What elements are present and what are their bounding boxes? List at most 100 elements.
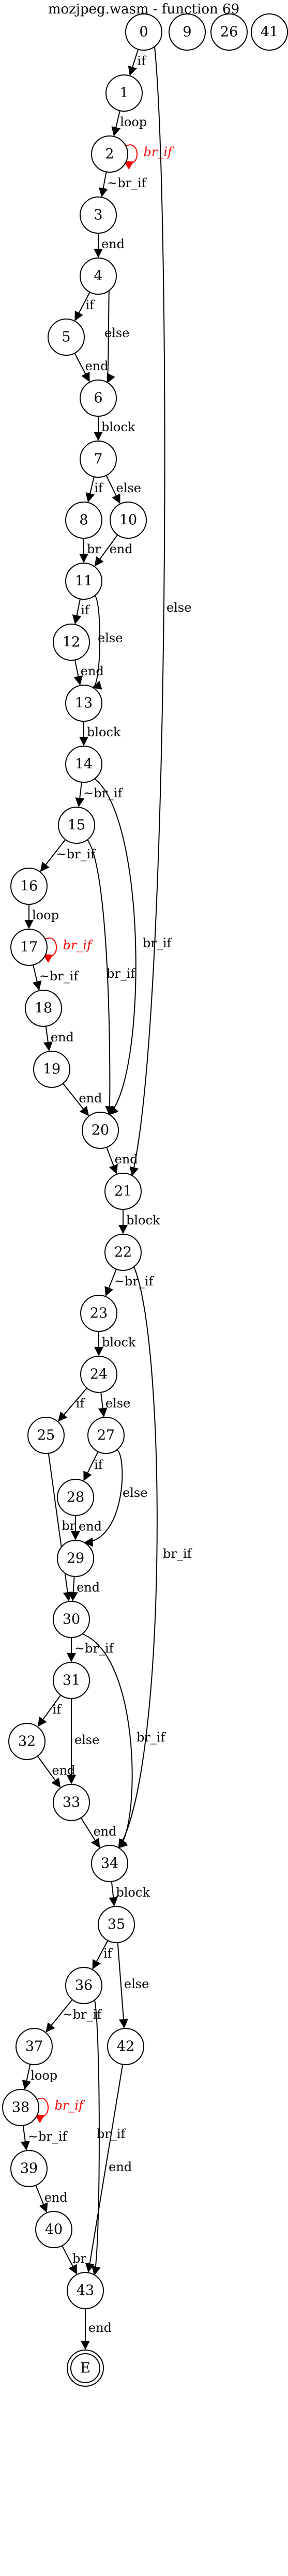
edge-2-to-2	[123, 144, 138, 170]
edge-24-to-27	[98, 1392, 108, 1418]
edge-label-43-to-E: end	[88, 2321, 112, 2335]
edge-label-11-to-13: else	[98, 631, 123, 645]
node-circle-20	[82, 1112, 119, 1149]
edge-4-to-5	[74, 292, 90, 321]
node-circle-40	[35, 2211, 72, 2248]
node-17: 17	[10, 929, 48, 966]
edge-25-to-30	[48, 1453, 72, 1602]
edge-label-10-to-11: end	[110, 542, 133, 556]
edge-11-to-13	[92, 595, 102, 690]
node-16: 16	[10, 868, 48, 905]
node-circle-37	[16, 2028, 53, 2065]
edge-14-to-15	[75, 782, 85, 808]
edge-4-to-6	[107, 290, 115, 384]
edge-22-to-23	[104, 1269, 117, 1297]
edge-label-5-to-6: end	[85, 359, 109, 373]
edge-10-to-11	[94, 534, 118, 567]
edge-15-to-20	[87, 839, 115, 1116]
edge-36-to-43	[92, 1999, 101, 2276]
edge-label-32-to-33: end	[52, 1763, 75, 1778]
edge-label-29-to-30: end	[77, 1580, 100, 1595]
edge-12-to-13	[73, 660, 83, 686]
node-circle-30	[53, 1601, 90, 1638]
node-19: 19	[33, 1051, 70, 1088]
edge-38-to-39	[20, 2125, 30, 2151]
node-34: 34	[91, 1845, 128, 1882]
node-label-31: 31	[63, 1673, 80, 1689]
node-27: 27	[87, 1417, 125, 1454]
node-circle-28	[57, 1479, 94, 1516]
edge-label-2-to-2: br_if	[144, 145, 175, 159]
node-circle-33	[53, 1784, 90, 1821]
edge-label-14-to-20: br_if	[143, 936, 173, 950]
edge-label-23-to-24: block	[102, 1335, 136, 1350]
node-4: 4	[80, 257, 117, 295]
node-circle-15	[58, 807, 95, 844]
edge-39-to-40	[35, 2185, 48, 2213]
node-label-19: 19	[43, 1062, 60, 1078]
edge-label-38-to-38: br_if	[55, 2098, 86, 2113]
node-circle-1	[105, 74, 143, 112]
node-label-6: 6	[94, 390, 102, 406]
edge-label-7-to-10: else	[116, 481, 141, 495]
edge-label-15-to-20: br_if	[107, 966, 137, 981]
node-22: 22	[104, 1234, 142, 1271]
node-20: 20	[82, 1112, 119, 1149]
node-label-33: 33	[63, 1795, 80, 1811]
node-label-3: 3	[94, 207, 102, 223]
node-circle-14	[65, 746, 102, 783]
edge-40-to-43	[62, 2245, 77, 2275]
node-label-24: 24	[90, 1367, 108, 1383]
node-21: 21	[104, 1173, 142, 1210]
edge-5-to-6	[74, 353, 90, 382]
node-circle-34	[91, 1845, 128, 1882]
node-circle-2	[91, 135, 128, 173]
edge-label-20-to-21: end	[115, 1152, 138, 1166]
node-33: 33	[53, 1784, 90, 1821]
edge-27-to-28	[83, 1451, 99, 1481]
node-label-42: 42	[117, 2039, 134, 2055]
edge-15-to-16	[40, 839, 66, 872]
node-circle-11	[65, 563, 102, 600]
edge-label-13-to-14: block	[87, 725, 121, 739]
node-3: 3	[80, 196, 117, 234]
node-circle-3	[80, 196, 117, 234]
node-label-32: 32	[18, 1734, 36, 1750]
edge-label-4-to-5: if	[85, 298, 95, 312]
edge-37-to-38	[22, 2064, 32, 2090]
node-40: 40	[35, 2211, 72, 2248]
node-7: 7	[80, 441, 117, 478]
edge-label-37-to-38: loop	[31, 2068, 57, 2083]
edge-2-to-3	[98, 172, 108, 198]
node-24: 24	[80, 1356, 117, 1393]
node-29: 29	[57, 1540, 94, 1577]
node-circle-6	[80, 380, 117, 417]
edge-7-to-8	[85, 476, 95, 503]
edge-1-to-2	[111, 110, 121, 137]
edge-label-17-to-18: ~br_if	[39, 969, 80, 983]
node-10: 10	[110, 502, 147, 539]
edge-20-to-21	[106, 1147, 118, 1175]
edge-24-to-25	[58, 1387, 87, 1422]
node-circle-42	[107, 2028, 144, 2065]
edge-35-to-36	[92, 1940, 109, 1969]
edge-label-15-to-16: ~br_if	[56, 847, 97, 861]
edge-38-to-38	[34, 2098, 49, 2124]
edge-label-28-to-29: end	[79, 1519, 102, 1534]
node-label-7: 7	[94, 451, 102, 467]
edge-label-11-to-12: if	[81, 603, 90, 617]
node-circle-10	[110, 502, 147, 539]
node-35: 35	[98, 1906, 135, 1943]
node-label-29: 29	[67, 1551, 84, 1567]
node-label-35: 35	[108, 1917, 125, 1933]
edge-label-21-to-22: block	[126, 1213, 160, 1228]
edge-label-22-to-34: br_if	[163, 1547, 193, 1561]
edge-label-4-to-6: else	[104, 326, 129, 340]
node-label-13: 13	[75, 695, 93, 711]
node-circle-38	[2, 2089, 39, 2126]
node-label-1: 1	[119, 85, 128, 101]
node-1: 1	[105, 74, 143, 112]
edge-label-2-to-3: ~br_if	[107, 176, 147, 190]
node-13: 13	[65, 685, 102, 722]
